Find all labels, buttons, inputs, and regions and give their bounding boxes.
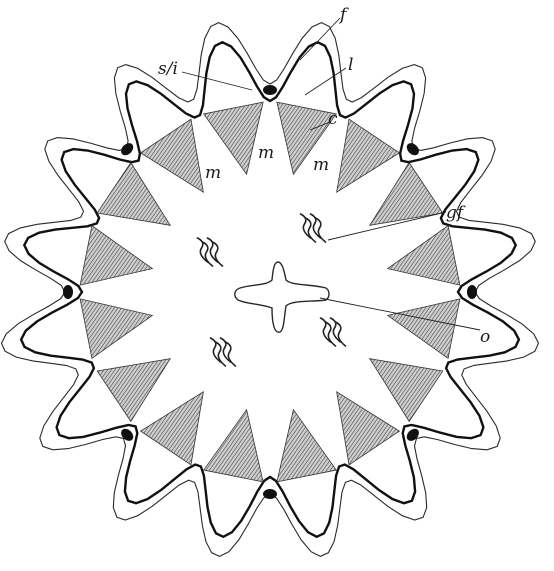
label-o: o [480,327,490,347]
muscle-wedge [204,410,263,482]
label-gf: gf [446,203,466,223]
muscle-wedge [337,392,400,465]
muscle-wedge [80,299,152,358]
label-c: c [328,109,338,129]
sense-organ [119,426,136,443]
inner-margin-outline [21,42,519,537]
label-f: f [338,5,349,25]
sense-organ [263,85,277,95]
muscle-wedge [370,359,443,422]
label-l: l [348,55,353,75]
muscle-wedge [141,119,204,192]
muscle-wedge [80,226,152,285]
sense-organ [467,285,477,299]
label-m3: m [313,155,329,175]
label-m2: m [205,163,221,183]
sense-organ [263,489,277,499]
leader-sk [182,72,252,90]
muscle-wedge [370,163,443,226]
muscle-wedge [388,299,460,358]
mouth-cross [235,262,329,332]
muscle-wedge [141,392,204,465]
sense-organ [404,426,421,443]
sense-organ [63,285,73,299]
muscle-wedge [277,410,336,482]
label-m1: m [258,143,274,163]
muscle-wedge [97,359,170,422]
leader-f [300,18,340,60]
label-sk: s/i [158,59,178,79]
muscle-wedge [337,119,400,192]
leader-l [305,68,346,95]
gonad-clusters [198,214,346,366]
muscle-wedge [97,163,170,226]
muscle-wedge [388,226,460,285]
umbrella-body [2,23,539,557]
